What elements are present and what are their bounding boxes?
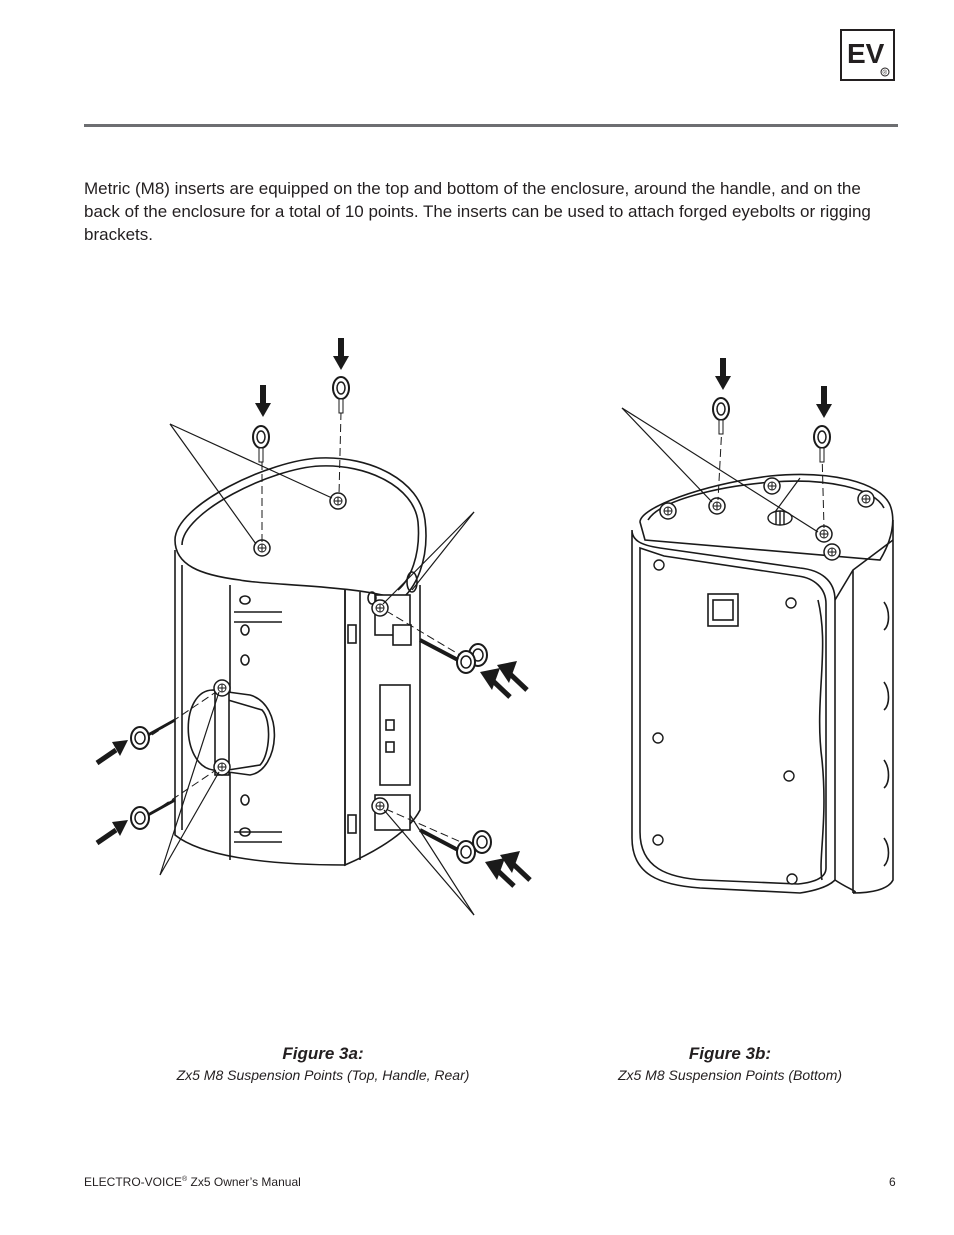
figure-3b-title: Figure 3b: <box>688 1044 772 1063</box>
figure-3a-speaker <box>174 457 427 867</box>
logo-text: EV <box>847 38 885 69</box>
figure-3a-caption: Figure 3a: Zx5 M8 Suspension Points (Top… <box>143 1044 503 1085</box>
footer-registered: ® <box>182 1176 188 1183</box>
ev-logo: EV ® <box>840 29 895 81</box>
figure-3a-subtitle: Zx5 M8 Suspension Points (Top, Handle, R… <box>176 1067 470 1083</box>
figure-3a-title: Figure 3a: <box>282 1044 364 1063</box>
footer-manual-title: ELECTRO-VOICE® Zx5 Owner’s Manual <box>84 1175 301 1189</box>
header-rule <box>84 124 898 127</box>
footer-brand: ELECTRO-VOICE <box>84 1175 183 1189</box>
page-number: 6 <box>889 1175 896 1189</box>
footer-manual: Zx5 Owner’s Manual <box>187 1175 301 1189</box>
figure-3b-subtitle: Zx5 M8 Suspension Points (Bottom) <box>617 1067 843 1083</box>
intro-paragraph: Metric (M8) inserts are equipped on the … <box>84 179 871 244</box>
logo-registered-mark: ® <box>883 70 888 77</box>
figure-3b-speaker <box>631 473 894 894</box>
figure-3b-caption: Figure 3b: Zx5 M8 Suspension Points (Bot… <box>580 1044 880 1085</box>
